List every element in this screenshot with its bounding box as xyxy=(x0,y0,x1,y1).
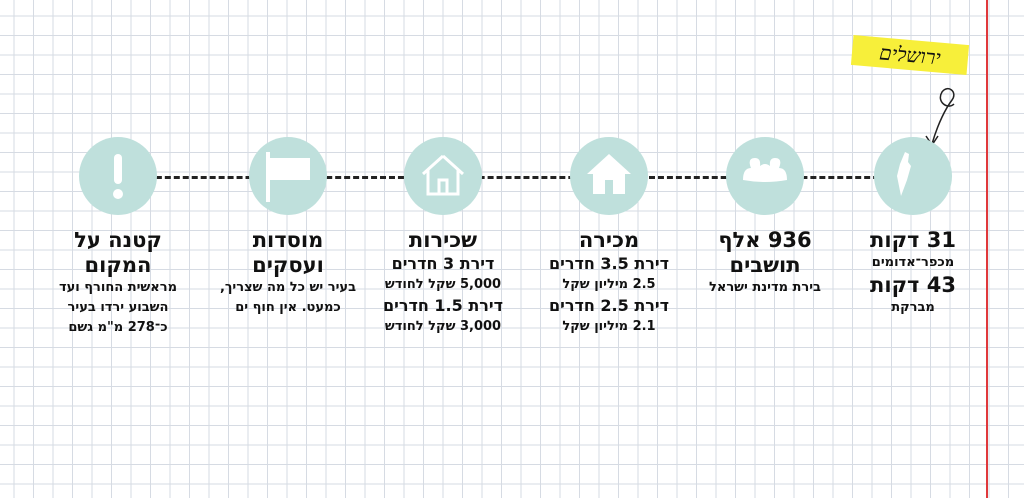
exclamation-icon xyxy=(113,154,123,199)
column-subheading: דירת 2.5 חדרים xyxy=(548,296,670,315)
column-text: 5,000 שקל לחודש xyxy=(384,277,502,292)
column-text: 3,000 שקל לחודש xyxy=(384,319,502,334)
sign-icon xyxy=(266,152,310,202)
city-tag: ירושלים xyxy=(850,35,970,75)
house-solid-icon xyxy=(587,154,631,194)
column-heading: ועסקים xyxy=(252,253,324,277)
icon-circle xyxy=(79,137,157,215)
column-heading: מוסדות xyxy=(252,228,324,252)
column-heading: המקום xyxy=(84,253,152,277)
icon-circle xyxy=(249,137,327,215)
info-column: שכירות דירת 3 חדרים 5,000 שקל לחודש דירת 1.… xyxy=(363,228,523,337)
people-icon xyxy=(743,158,787,182)
column-text: כ־278 מ"מ גשם xyxy=(68,320,168,335)
icon-circle xyxy=(726,137,804,215)
column-heading: תושבים xyxy=(729,253,801,277)
curly-arrow-icon xyxy=(925,88,955,147)
icon-circle xyxy=(404,137,482,215)
column-heading: 31 דקות xyxy=(870,228,956,252)
israel-map-icon xyxy=(897,152,911,196)
column-text: השבוע ירדו בעיר xyxy=(67,300,169,315)
column-subheading: דירת 3 חדרים xyxy=(391,254,495,273)
column-subheading: דירת 1.5 חדרים xyxy=(382,296,504,315)
column-text: כמעט. אין חוף ים xyxy=(235,300,341,315)
column-heading: 43 דקות xyxy=(870,273,956,297)
timeline-dashed-line xyxy=(120,176,915,179)
column-text: 2.1 מיליון שקל xyxy=(562,319,656,334)
column-text: מראשית החורף ועד xyxy=(58,280,177,295)
margin-line xyxy=(986,0,988,498)
icon-circle xyxy=(570,137,648,215)
column-heading: שכירות xyxy=(408,228,478,252)
column-text: מברקת xyxy=(891,300,935,315)
column-text: בירת מדינת ישראל xyxy=(708,280,821,295)
column-heading: קטנה על xyxy=(74,228,162,252)
column-heading: מכירה xyxy=(578,228,640,252)
info-column: 31 דקות מכפר־אדומים 43 דקות מברקת xyxy=(833,228,993,318)
column-text: בעיר יש כל מה שצריך, xyxy=(219,280,357,295)
column-subheading: דירת 3.5 חדרים xyxy=(548,254,670,273)
column-heading: 936 אלף xyxy=(718,228,812,252)
column-text: 2.5 מיליון שקל xyxy=(562,277,656,292)
icon-circle xyxy=(874,137,952,215)
column-text: מכפר־אדומים xyxy=(871,255,955,270)
house-outline-icon xyxy=(421,154,465,196)
info-column: מכירה דירת 3.5 חדרים 2.5 מיליון שקל דירת 2.… xyxy=(529,228,689,337)
